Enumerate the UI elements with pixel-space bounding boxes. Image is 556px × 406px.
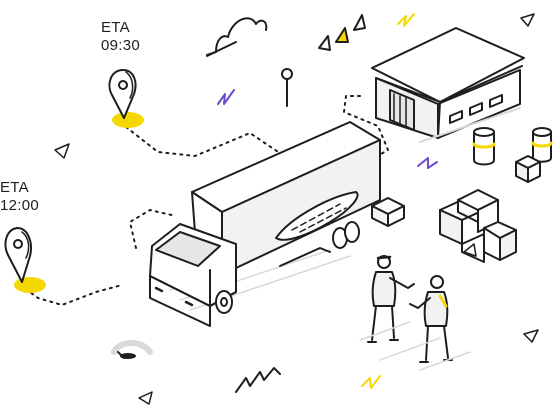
truck-icon	[149, 121, 381, 327]
zigzag-accent	[397, 13, 415, 27]
cloud-icon	[206, 17, 268, 57]
zigzag-accent	[417, 157, 438, 169]
box-icon	[515, 155, 541, 183]
zigzag-accent	[361, 375, 381, 389]
eta-label-1: ETA 09:30	[101, 19, 140, 55]
eta-time: 12:00	[0, 197, 40, 214]
eta-label-2: ETA 12:00	[0, 179, 39, 215]
warehouse-icon	[371, 27, 525, 143]
triangle-decoration	[54, 13, 535, 405]
triangle-decoration	[523, 329, 539, 343]
circle-decoration	[111, 340, 153, 359]
worker-figure	[367, 255, 415, 343]
worker-figure	[409, 275, 453, 363]
ground-hatch	[359, 321, 471, 371]
zigzag-accent	[217, 89, 235, 105]
pin-marker-icon	[281, 68, 293, 107]
eta-time: 09:30	[101, 37, 141, 54]
box-stack	[439, 189, 517, 263]
map-pin-icon	[108, 69, 144, 128]
box-icon	[371, 197, 405, 227]
map-pin-icon	[4, 227, 46, 293]
eta-heading: ETA	[101, 19, 130, 36]
zigzag-accent	[235, 367, 281, 393]
barrel-icon	[472, 127, 553, 166]
eta-heading: ETA	[0, 179, 29, 196]
route-path	[19, 95, 389, 306]
